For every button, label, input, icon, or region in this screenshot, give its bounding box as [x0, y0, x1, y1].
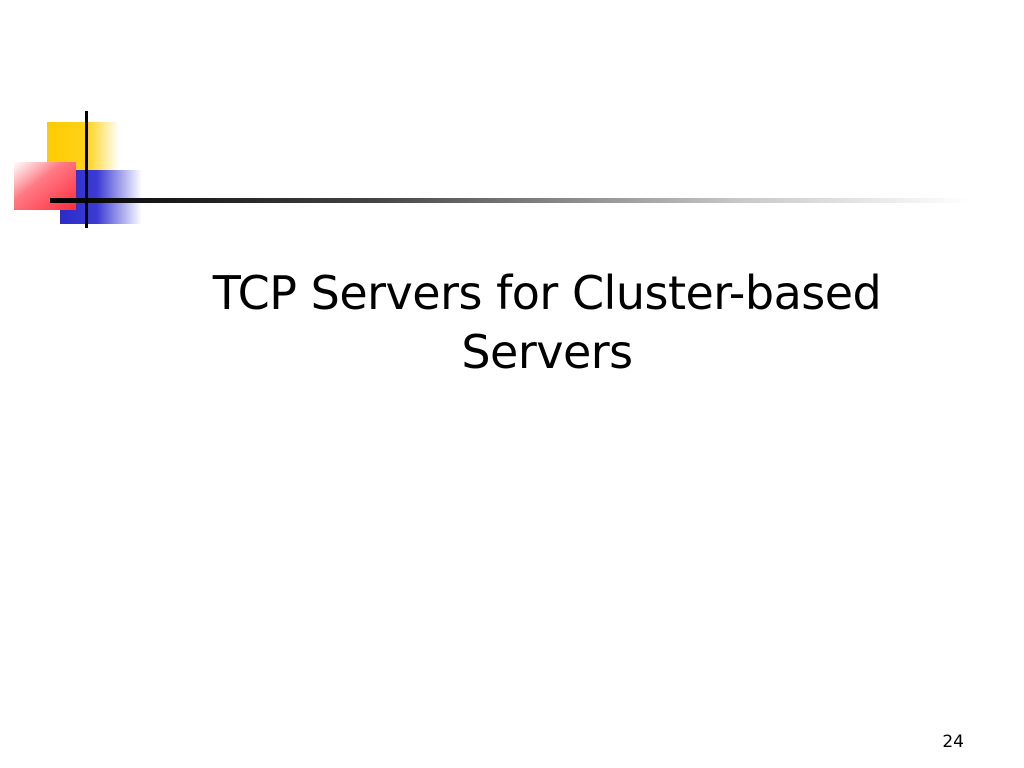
- vertical-rule-shape: [85, 111, 88, 228]
- slide-title-line-2: Servers: [461, 325, 633, 379]
- horizontal-rule-shape: [50, 198, 970, 203]
- slide-title: TCP Servers for Cluster-based Servers: [130, 264, 964, 382]
- slide-title-line-1: TCP Servers for Cluster-based: [212, 266, 882, 320]
- corner-decoration-icon: [14, 111, 970, 228]
- page-number: 24: [942, 732, 964, 752]
